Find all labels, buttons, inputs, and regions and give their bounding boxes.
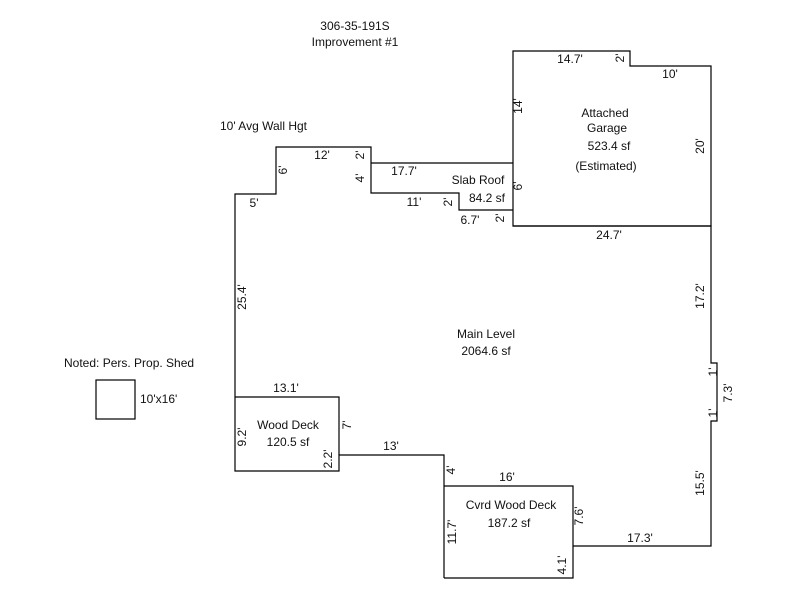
dim-cvrd-top: 16' [499, 470, 515, 484]
wood-deck-area: 120.5 sf [267, 435, 310, 449]
dim-main-right-upper: 17.2' [693, 283, 707, 309]
dim-main-bottom-right: 17.3' [627, 531, 653, 545]
dim-main-right-lower: 15.5' [693, 470, 707, 496]
dim-main-right-jog-bottom: 1' [706, 409, 720, 418]
dim-slab-step-b: 6.7' [461, 213, 480, 227]
dim-main-top-left: 12' [314, 148, 330, 162]
dim-garage-left: 14' [511, 98, 525, 114]
wood-deck-label: Wood Deck [257, 418, 320, 432]
dim-main-bottom-step: 4' [444, 466, 458, 475]
garage-area: 523.4 sf [588, 139, 631, 153]
dim-main-left: 25.4' [235, 284, 249, 310]
shed-note: Noted: Pers. Prop. Shed [64, 356, 194, 370]
dim-main-bottom-mid: 13' [383, 439, 399, 453]
dim-slab-step-a: 2' [441, 198, 455, 207]
parcel-id: 306-35-191S [320, 19, 389, 33]
dim-wood-deck-step: 2.2' [321, 450, 335, 469]
garage-label-line1: Attached [581, 106, 628, 120]
dim-main-right-jog: 7.3' [721, 384, 735, 403]
garage-label-line2: Garage [587, 121, 627, 135]
dim-main-top-left-jog-right: 2' [353, 151, 367, 160]
shed-size: 10'x16' [140, 392, 177, 406]
dim-wood-deck-left: 9.2' [235, 428, 249, 447]
dim-cvrd-left: 11.7' [445, 520, 459, 545]
dim-garage-top-right: 10' [662, 67, 678, 81]
dim-wood-deck-top: 13.1' [273, 381, 299, 395]
improvement-label: Improvement #1 [312, 35, 399, 49]
dim-cvrd-right-lower: 4.1' [555, 556, 569, 575]
covered-deck-label: Cvrd Wood Deck [466, 498, 557, 512]
covered-deck-area: 187.2 sf [488, 516, 531, 530]
dim-slab-bottom: 11' [407, 195, 422, 209]
slab-roof-area: 84.2 sf [469, 191, 506, 205]
garage-note: (Estimated) [575, 159, 636, 173]
dim-garage-right: 20' [693, 138, 707, 154]
dim-main-left-step: 5' [250, 196, 259, 210]
dim-garage-top: 14.7' [557, 52, 583, 66]
dim-slab-left: 4' [353, 174, 367, 183]
slab-roof-outline [370, 162, 513, 211]
wood-deck-outline [235, 396, 340, 455]
main-level-label: Main Level [457, 327, 515, 341]
dim-slab-right: 6' [511, 182, 525, 191]
dim-slab-step-c: 2' [493, 214, 507, 223]
main-level-outline [234, 146, 718, 578]
dim-main-top-left-jog-left: 6' [276, 166, 290, 175]
shed-box [95, 379, 136, 420]
covered-deck-outline [444, 485, 574, 579]
dim-cvrd-right: 7.6' [572, 507, 586, 526]
slab-roof-label: Slab Roof [452, 173, 505, 187]
dim-slab-top: 17.7' [391, 164, 417, 178]
main-level-area: 2064.6 sf [461, 344, 511, 358]
dim-main-right-jog-top: 1' [706, 368, 720, 377]
dim-wood-deck-right: 7' [340, 421, 354, 430]
wall-height-note: 10' Avg Wall Hgt [220, 119, 308, 133]
dim-garage-top-jog: 2' [613, 54, 627, 63]
dim-garage-bottom: 24.7' [596, 228, 622, 242]
